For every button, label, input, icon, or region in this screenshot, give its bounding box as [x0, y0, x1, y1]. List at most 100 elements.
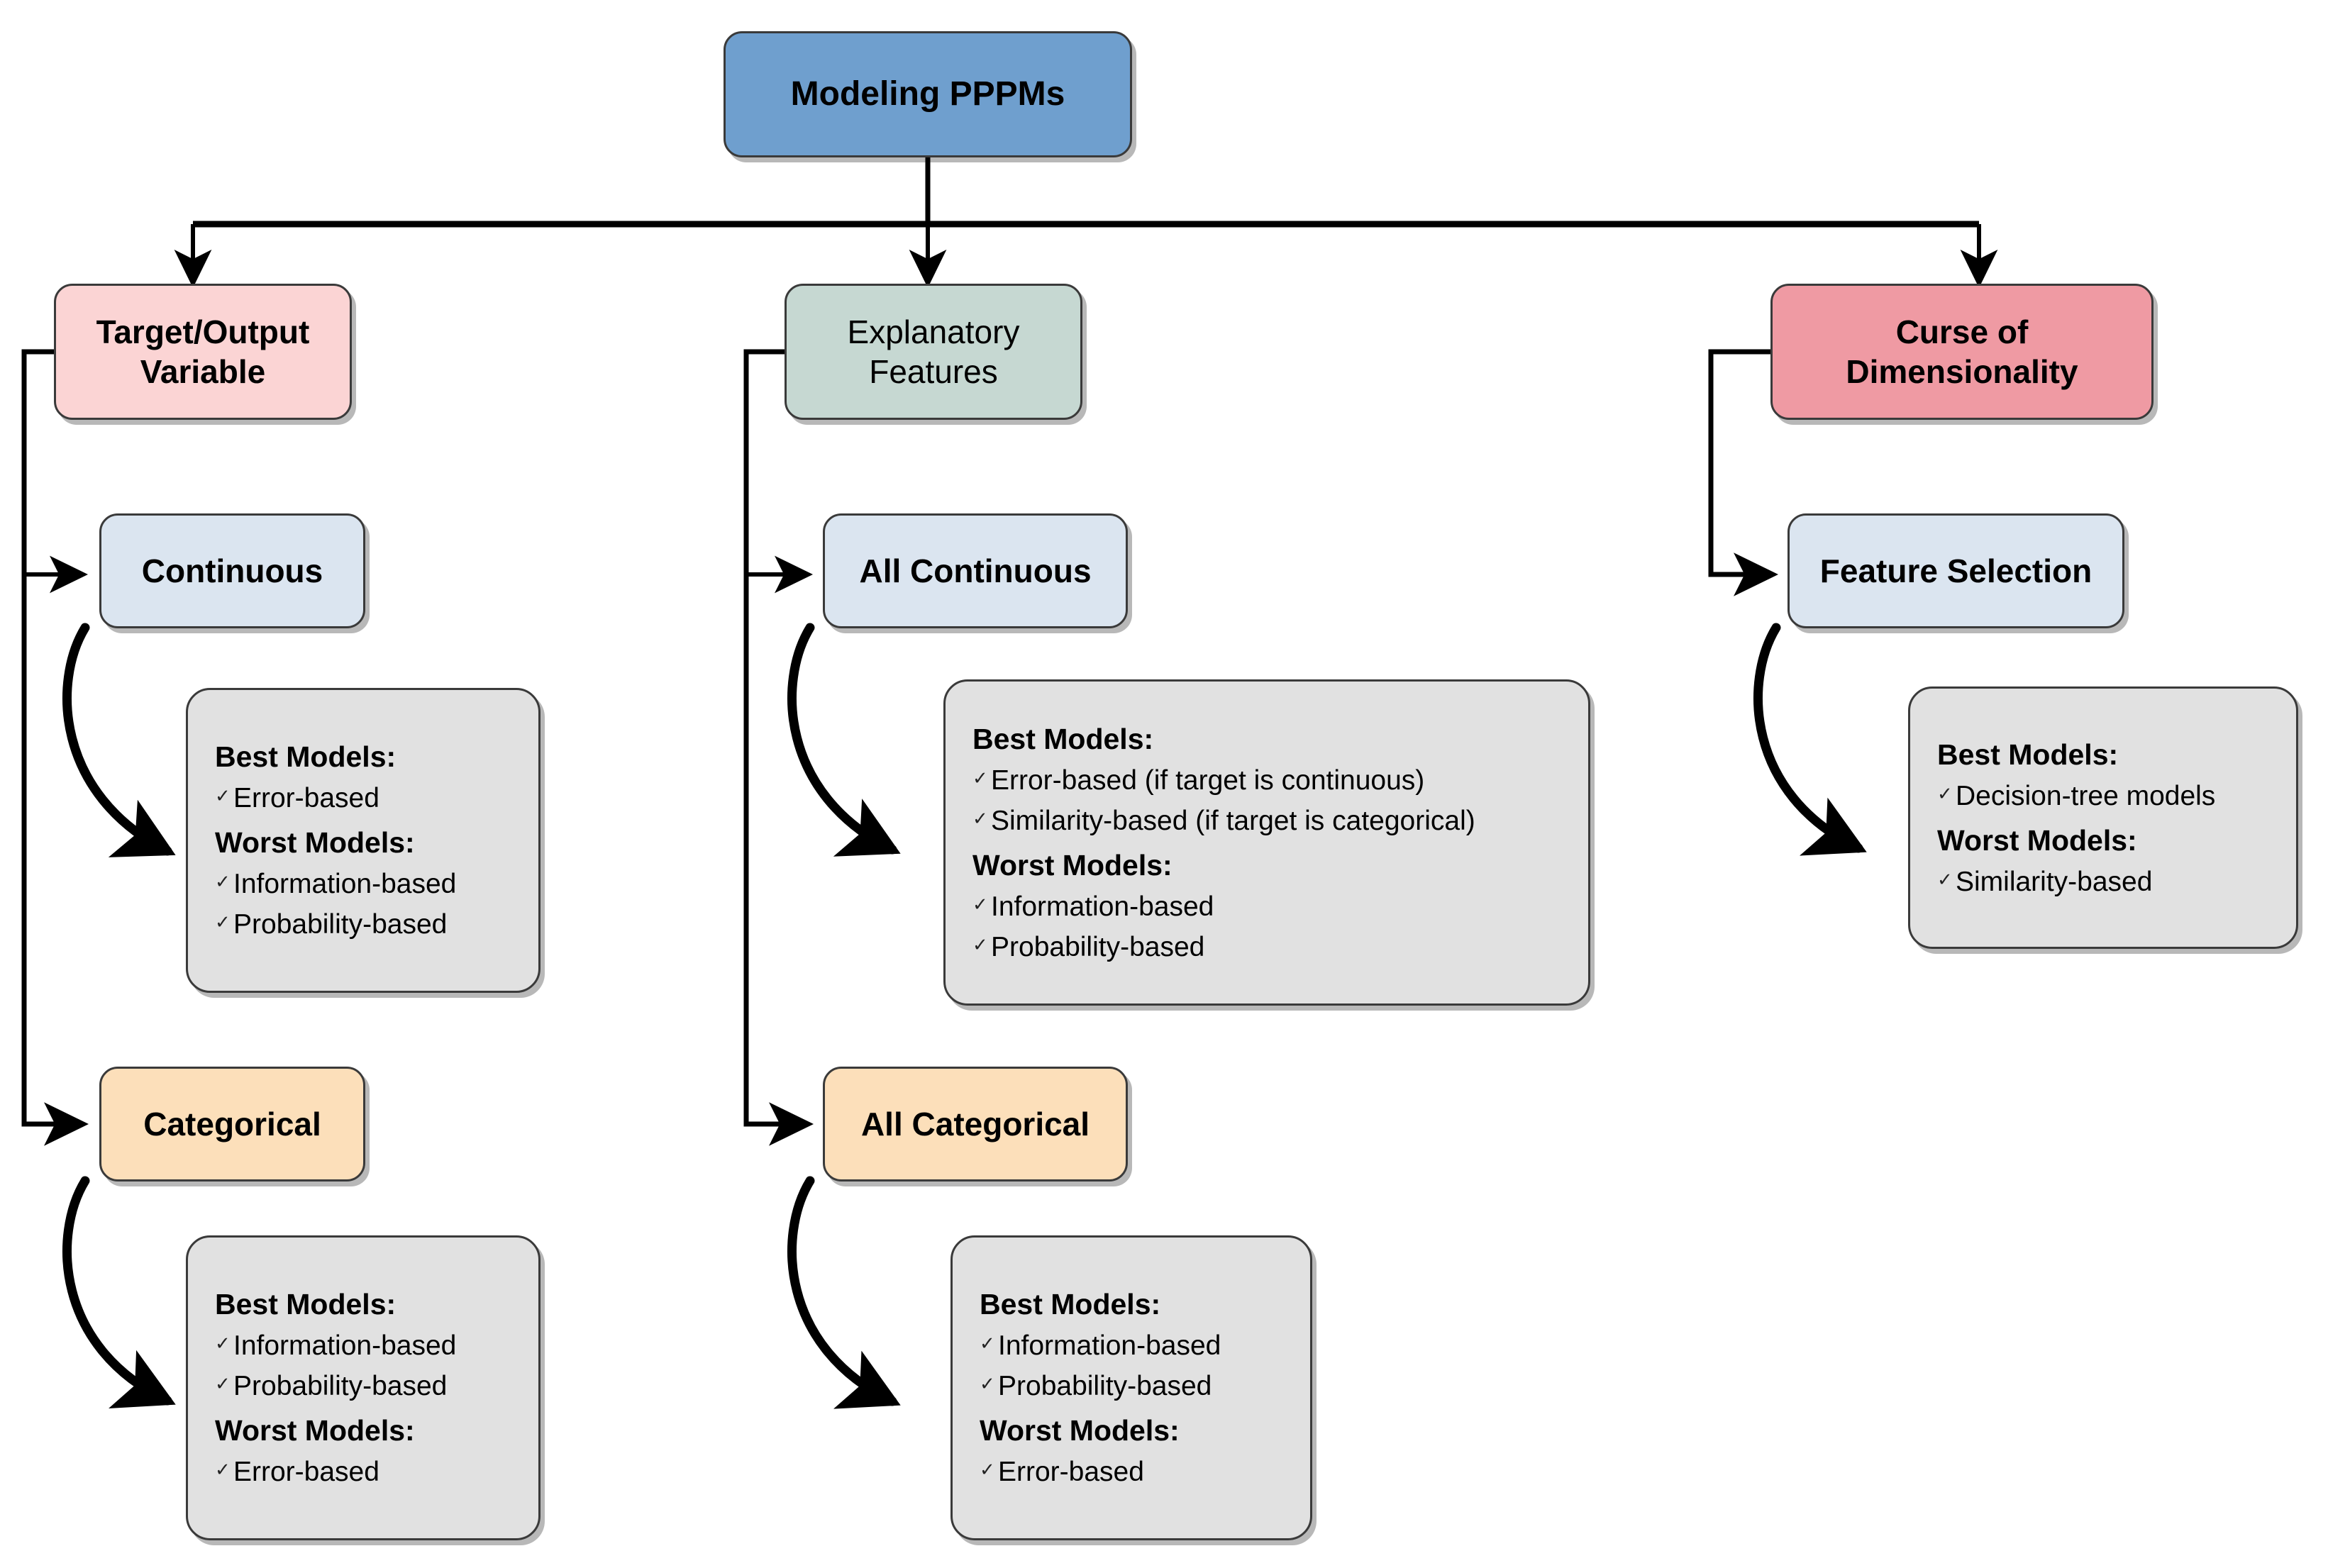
- list-item: ✓ Information-based: [188, 869, 538, 900]
- list-item: ✓ Similarity-based (if target is categor…: [946, 806, 1588, 837]
- worst-models-list: ✓ Similarity-based: [1910, 867, 2296, 898]
- model-name: Information-based: [233, 1330, 457, 1361]
- node-label-root: Modeling PPPMs: [790, 74, 1065, 113]
- check-icon: ✓: [1937, 868, 1953, 890]
- check-icon: ✓: [972, 767, 988, 789]
- node-categorical[interactable]: Categorical: [99, 1067, 365, 1181]
- model-name: Information-based: [991, 891, 1214, 922]
- best-models-list: ✓ Error-based (if target is continuous) …: [946, 765, 1588, 837]
- node-label-all-categorical: All Categorical: [860, 1105, 1090, 1142]
- check-icon: ✓: [980, 1373, 995, 1394]
- check-icon: ✓: [215, 1459, 231, 1480]
- worst-models-list: ✓ Information-based ✓ Probability-based: [188, 869, 538, 940]
- model-name: Error-based (if target is continuous): [991, 764, 1425, 796]
- node-label-feature-selection: Feature Selection: [1819, 552, 2093, 589]
- edge-curse-to-featureselection: [1708, 349, 1778, 596]
- node-all-categorical[interactable]: All Categorical: [823, 1067, 1128, 1181]
- worst-models-heading: Worst Models:: [1937, 823, 2137, 857]
- check-icon: ✓: [215, 911, 231, 933]
- list-item: ✓ Probability-based: [188, 1371, 538, 1402]
- check-icon: ✓: [215, 1333, 231, 1354]
- best-models-list: ✓ Information-based ✓ Probability-based: [188, 1330, 538, 1402]
- model-name: Information-based: [998, 1330, 1221, 1361]
- worst-models-heading: Worst Models:: [980, 1414, 1180, 1447]
- node-continuous[interactable]: Continuous: [99, 513, 365, 628]
- list-item: ✓ Error-based: [188, 1457, 538, 1488]
- edge-allcategorical-to-detail: [787, 1176, 901, 1409]
- list-item: ✓ Error-based: [953, 1457, 1310, 1488]
- curse-label-line2: Dimensionality: [1846, 353, 2078, 390]
- best-models-list: ✓ Information-based ✓ Probability-based: [953, 1330, 1310, 1402]
- worst-models-list: ✓ Error-based: [953, 1457, 1310, 1488]
- detail-box-all-categorical: Best Models: ✓ Information-based ✓ Proba…: [950, 1235, 1312, 1540]
- node-label-all-continuous: All Continuous: [859, 552, 1092, 589]
- model-name: Probability-based: [233, 1371, 448, 1401]
- target-label-line2: Variable: [140, 353, 266, 390]
- check-icon: ✓: [215, 1373, 231, 1394]
- list-item: ✓ Probability-based: [953, 1371, 1310, 1402]
- list-item: ✓ Error-based: [188, 783, 538, 814]
- list-item: ✓ Decision-tree models: [1910, 781, 2296, 812]
- check-icon: ✓: [972, 807, 988, 829]
- node-label-continuous: Continuous: [141, 552, 323, 589]
- curse-label-line1: Curse of: [1895, 313, 2029, 350]
- model-name: Decision-tree models: [1956, 780, 2216, 811]
- check-icon: ✓: [972, 893, 988, 915]
- model-name: Error-based: [233, 1457, 379, 1487]
- model-name: Information-based: [233, 869, 457, 899]
- check-icon: ✓: [215, 871, 231, 892]
- list-item: ✓ Information-based: [953, 1330, 1310, 1362]
- node-all-continuous[interactable]: All Continuous: [823, 513, 1128, 628]
- best-models-heading: Best Models:: [980, 1288, 1161, 1320]
- model-name: Probability-based: [998, 1371, 1212, 1401]
- list-item: ✓ Information-based: [188, 1330, 538, 1362]
- worst-models-heading: Worst Models:: [972, 848, 1173, 882]
- detail-box-categorical: Best Models: ✓ Information-based ✓ Proba…: [186, 1235, 541, 1540]
- edge-allcontinuous-to-detail: [787, 623, 901, 857]
- check-icon: ✓: [215, 785, 231, 806]
- node-modeling-pppms[interactable]: Modeling PPPMs: [724, 31, 1132, 157]
- detail-box-all-continuous: Best Models: ✓ Error-based (if target is…: [943, 679, 1590, 1006]
- check-icon: ✓: [1937, 782, 1953, 804]
- edge-featureselection-to-detail: [1753, 623, 1867, 856]
- list-item: ✓ Probability-based: [946, 932, 1588, 963]
- detail-box-feature-selection: Best Models: ✓ Decision-tree models Wors…: [1908, 686, 2298, 949]
- best-models-heading: Best Models:: [215, 740, 397, 773]
- worst-models-list: ✓ Error-based: [188, 1457, 538, 1488]
- model-name: Similarity-based (if target is categoric…: [991, 805, 1475, 836]
- best-models-heading: Best Models:: [1937, 738, 2119, 771]
- node-label-categorical: Categorical: [143, 1105, 321, 1142]
- best-models-heading: Best Models:: [215, 1288, 397, 1320]
- node-feature-selection[interactable]: Feature Selection: [1787, 513, 2124, 628]
- model-name: Error-based: [998, 1457, 1144, 1487]
- worst-models-heading: Worst Models:: [215, 826, 415, 859]
- edge-explanatory-spine-to-allcategorical: [743, 349, 814, 1146]
- edge-categorical-to-detail: [62, 1176, 176, 1408]
- list-item: ✓ Information-based: [946, 891, 1588, 923]
- model-name: Probability-based: [991, 931, 1205, 962]
- edge-continuous-to-detail: [62, 623, 176, 857]
- worst-models-list: ✓ Information-based ✓ Probability-based: [946, 891, 1588, 963]
- target-label-line1: Target/Output: [96, 313, 310, 350]
- check-icon: ✓: [980, 1333, 995, 1354]
- worst-models-heading: Worst Models:: [215, 1414, 415, 1447]
- list-item: ✓ Error-based (if target is continuous): [946, 765, 1588, 796]
- check-icon: ✓: [980, 1459, 995, 1480]
- best-models-list: ✓ Error-based: [188, 783, 538, 814]
- best-models-heading: Best Models:: [972, 722, 1154, 755]
- check-icon: ✓: [972, 933, 988, 955]
- best-models-list: ✓ Decision-tree models: [1910, 781, 2296, 812]
- explanatory-label-line2: Features: [869, 353, 998, 390]
- list-item: ✓ Similarity-based: [1910, 867, 2296, 898]
- detail-box-continuous: Best Models: ✓ Error-based Worst Models:…: [186, 688, 541, 993]
- edge-target-spine-to-categorical: [21, 349, 89, 1146]
- model-name: Probability-based: [233, 909, 448, 940]
- explanatory-label-line1: Explanatory: [847, 313, 1020, 350]
